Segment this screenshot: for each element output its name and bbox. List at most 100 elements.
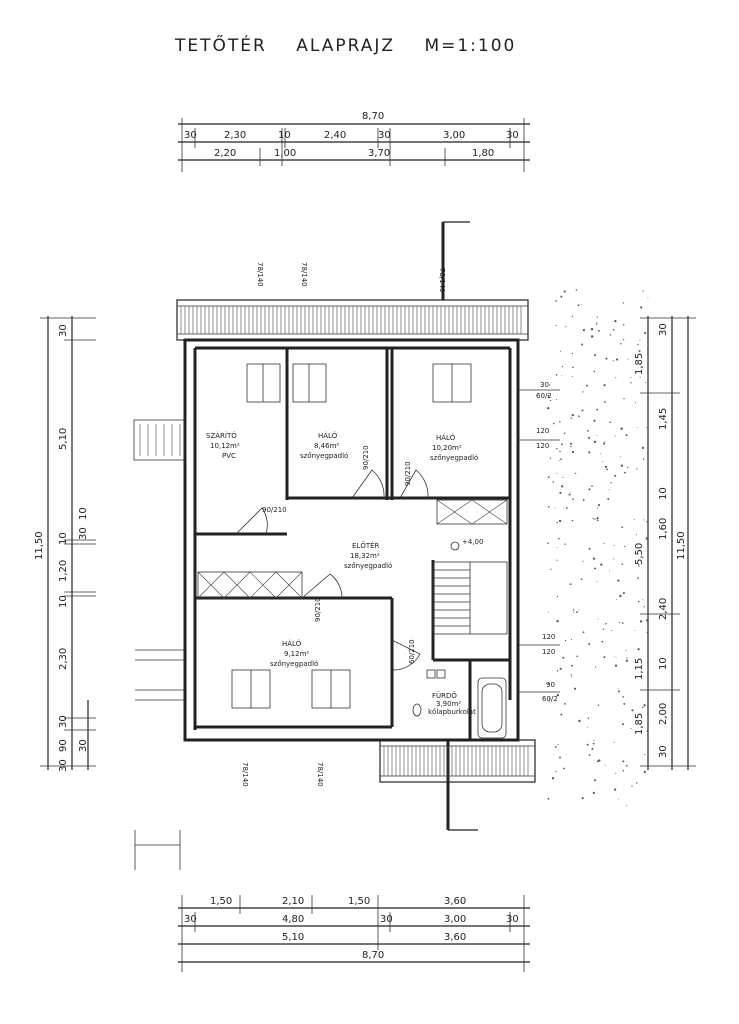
staircase [432, 561, 508, 635]
window-labels-top: 78/140 78/140 78/140 78/140 78/140 [241, 262, 446, 787]
right-outer-dim-4: 1,85 [634, 713, 645, 735]
bottom-dim-row3-2: 3,60 [444, 932, 466, 943]
door-labels: 90/210 90/210 90/210 90/210 60/210 [262, 445, 416, 664]
top-dim-3: 10 [278, 130, 291, 141]
title-part-1: TETŐTÉR [175, 36, 267, 56]
right-inner-dim-6: 10 [658, 657, 669, 670]
side-label-5: 120 [542, 633, 555, 641]
room-5-name: HÁLÓ [282, 639, 302, 648]
height-marker-icon [450, 541, 460, 551]
wardrobe-bands [197, 499, 508, 599]
outer-walls [183, 338, 520, 742]
top-dim-5: 30 [378, 130, 391, 141]
title-part-2: ALAPRAJZ [296, 36, 396, 56]
right-inner-dim-2: 1,45 [658, 408, 669, 430]
right-inner-dim-4: 1,60 [658, 518, 669, 540]
bottom-dim-row2-4: 3,00 [444, 914, 466, 925]
top-dim-row2-3: 3,70 [368, 148, 390, 159]
right-inner-dim-3: 10 [658, 487, 669, 500]
bottom-dimension-chain: 1,50 2,10 1,50 3,60 30 4,80 30 3,00 30 5… [178, 895, 530, 972]
room-2-area: 8,46m² [314, 442, 339, 450]
left-dim-1: 30 [58, 324, 69, 337]
right-outer-dim-1: 1,85 [634, 353, 645, 375]
left-dim-4: 1,20 [58, 560, 69, 582]
door-label-4: 90/210 [314, 597, 322, 622]
door-swings [235, 469, 429, 671]
room-5-area: 9,12m² [284, 650, 309, 658]
left-dim-9: 30 [58, 759, 69, 772]
left-side-dim-2: 10 [78, 507, 89, 520]
left-dim-8: 90 [58, 739, 69, 752]
right-outer-dim-3: 1,15 [634, 658, 645, 680]
room-6-name: FÜRDŐ [432, 691, 457, 700]
window-label-3: 78/140 [438, 268, 446, 293]
bottom-dim-row1-3: 1,50 [348, 896, 370, 907]
room-1-area: 10,12m² [210, 442, 240, 450]
room-4-name: ELŐTÉR [352, 541, 380, 550]
room-2-floor: szőnyegpadló [300, 451, 348, 460]
room-labels: SZÁRÍTÓ 10,12m² PVC HÁLÓ 8,46m² szőnyegp… [206, 431, 483, 716]
bottom-dim-row3-1: 5,10 [282, 932, 304, 943]
door-label-1: 90/210 [262, 506, 287, 514]
top-dim-row2-4: 1,80 [472, 148, 494, 159]
left-dim-7: 30 [58, 715, 69, 728]
toilet [412, 669, 446, 717]
right-inner-dim-5: 2,40 [658, 598, 669, 620]
room-3-floor: szőnyegpadló [430, 453, 478, 462]
window-label-5: 78/140 [316, 762, 324, 787]
left-dim-2: 5,10 [58, 428, 69, 450]
left-dimension-chain: 11,50 30 5,10 10 1,20 10 2,30 30 90 30 3… [34, 316, 96, 772]
top-dim-7: 30 [506, 130, 519, 141]
door-label-2: 90/210 [362, 445, 370, 470]
window-label-4: 78/140 [241, 762, 249, 787]
side-label-7: 90 [546, 681, 555, 689]
right-outer-dim-2: 5,50 [634, 543, 645, 565]
door-label-5: 60/210 [408, 639, 416, 664]
right-dimension-chain: 1,85 5,50 1,15 1,85 30 1,45 10 1,60 2,40… [634, 316, 696, 770]
room-6-area: 3,90m² [436, 700, 461, 708]
top-dim-4: 2,40 [324, 130, 346, 141]
room-windows [231, 363, 472, 709]
top-dim-row2-2: 1,00 [274, 148, 296, 159]
left-dim-3: 10 [58, 532, 69, 545]
bottom-dim-row2-5: 30 [506, 914, 519, 925]
top-dim-2: 2,30 [224, 130, 246, 141]
side-label-4: 120 [536, 442, 549, 450]
bottom-dim-row2-1: 30 [184, 914, 197, 925]
top-dimension-chain: 8,70 30 2,30 10 2,40 30 3,00 30 2,20 1,0… [178, 111, 530, 172]
window-label-1: 78/140 [256, 262, 264, 287]
room-3-name: HÁLÓ [436, 433, 456, 442]
drawing-title: TETŐTÉR ALAPRAJZ M=1:100 [175, 36, 538, 56]
side-label-2: 60/2 [536, 392, 552, 400]
right-overall-dim: 11,50 [676, 531, 687, 560]
room-5-floor: szőnyegpadló [270, 659, 318, 668]
bottom-overall-dim: 8,70 [362, 950, 384, 961]
bottom-dim-row2-3: 30 [380, 914, 393, 925]
top-dim-row2-1: 2,20 [214, 148, 236, 159]
right-inner-dim-7: 2,00 [658, 703, 669, 725]
room-1-name: SZÁRÍTÓ [206, 431, 237, 440]
top-dim-6: 3,00 [443, 130, 465, 141]
bathtub [477, 677, 507, 739]
side-label-6: 120 [542, 648, 555, 656]
bottom-dim-row2-2: 4,80 [282, 914, 304, 925]
side-window-labels: 30 60/2 120 120 120 120 90 60/2 [518, 381, 560, 703]
left-dim-5: 10 [58, 595, 69, 608]
room-6-floor: kőlapburkolat [428, 707, 476, 716]
top-overall-dim: 8,70 [362, 111, 384, 122]
top-roof-strip [176, 299, 529, 341]
room-4-area: 18,32m² [350, 552, 380, 560]
window-label-2: 78/140 [300, 262, 308, 287]
left-terrace [133, 419, 187, 870]
room-2-name: HÁLÓ [318, 431, 338, 440]
side-label-3: 120 [536, 427, 549, 435]
title-part-3: M=1:100 [424, 36, 517, 56]
right-inner-dim-1: 30 [658, 323, 669, 336]
room-1-floor: PVC [222, 452, 236, 460]
top-dim-1: 30 [184, 130, 197, 141]
bottom-dim-row1-4: 3,60 [444, 896, 466, 907]
left-side-dim-3: 30 [78, 739, 89, 752]
side-label-1: 30 [540, 381, 549, 389]
left-overall-dim: 11,50 [34, 531, 45, 560]
